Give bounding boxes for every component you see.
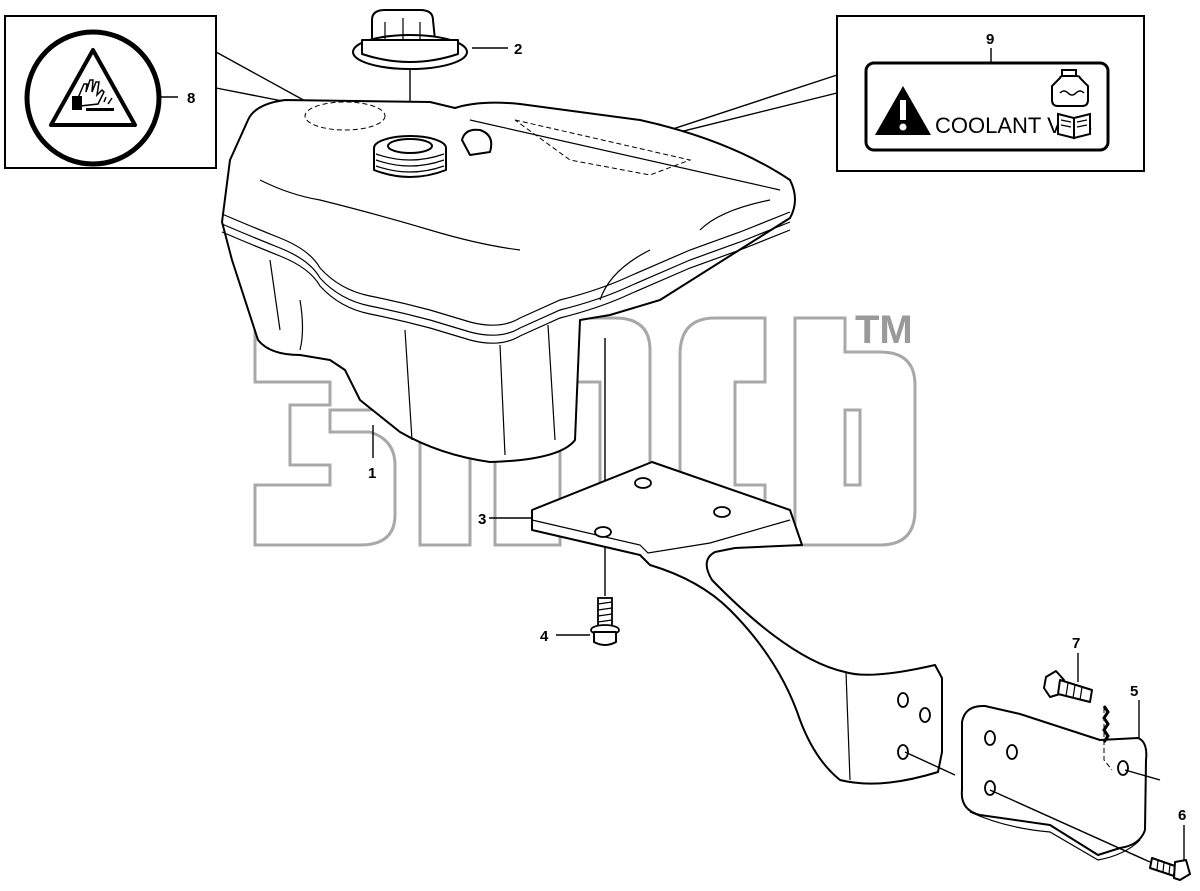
callout-2: 2: [514, 41, 522, 58]
hand-hazard-icon: [49, 48, 137, 127]
countersunk-screw-6: [1149, 857, 1191, 881]
watermark-trademark: TM: [855, 308, 913, 352]
callout-4: 4: [540, 628, 549, 645]
callout-1: 1: [368, 465, 376, 482]
callout-5: 5: [1130, 683, 1138, 700]
flange-bolt-4: [590, 597, 620, 646]
warning-triangle-icon: [875, 86, 931, 135]
flange-bolt-7: [1043, 670, 1110, 743]
callout-3: 3: [478, 511, 486, 528]
decal-9-box: COOLANT VCS: [836, 15, 1145, 172]
callout-7: 7: [1072, 635, 1080, 652]
filler-cap: [352, 9, 468, 70]
mounting-bracket: [531, 461, 943, 785]
callout-8: 8: [187, 90, 195, 107]
manual-book-icon: [1057, 112, 1091, 140]
callout-6: 6: [1178, 807, 1186, 824]
coolant-tank: [221, 99, 796, 463]
decal-8-box: [4, 15, 217, 169]
coolant-tank-icon: [1051, 69, 1089, 107]
adapter-plate: [960, 704, 1148, 861]
callout-9: 9: [986, 31, 994, 48]
